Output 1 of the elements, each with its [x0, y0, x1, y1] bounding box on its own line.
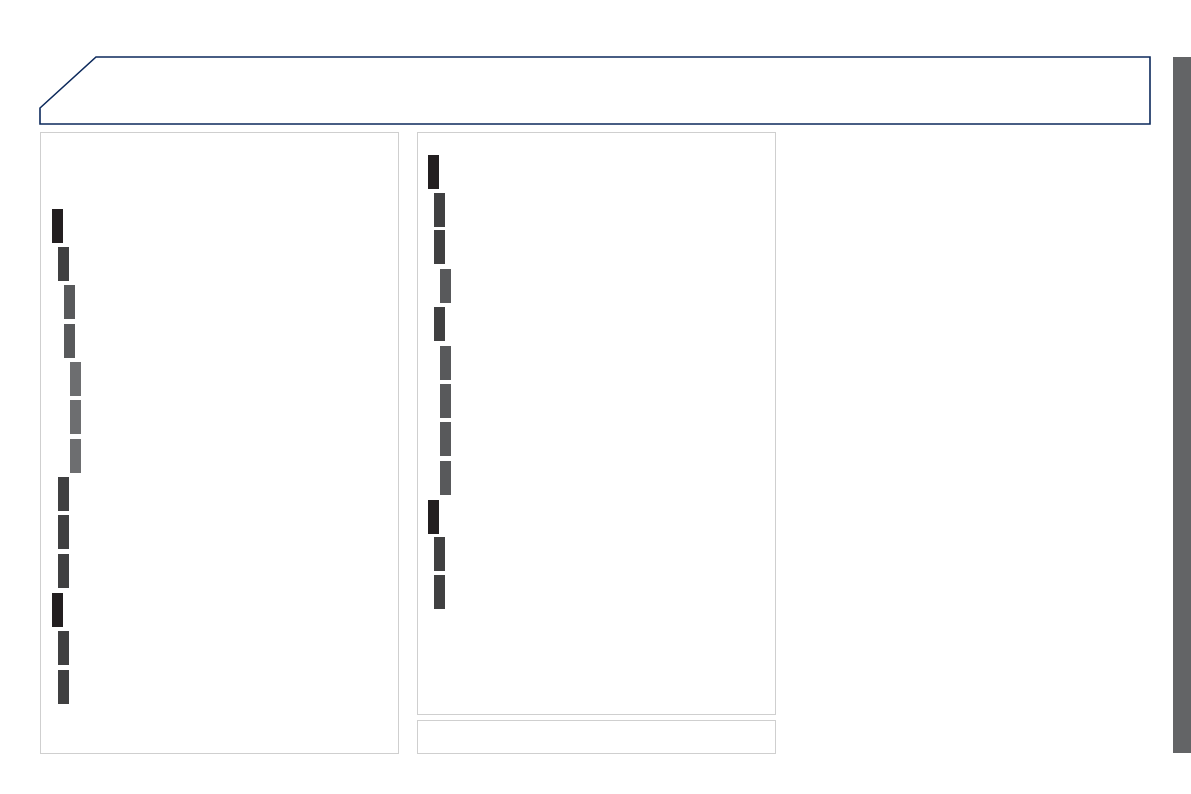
side-tab — [1173, 57, 1191, 753]
